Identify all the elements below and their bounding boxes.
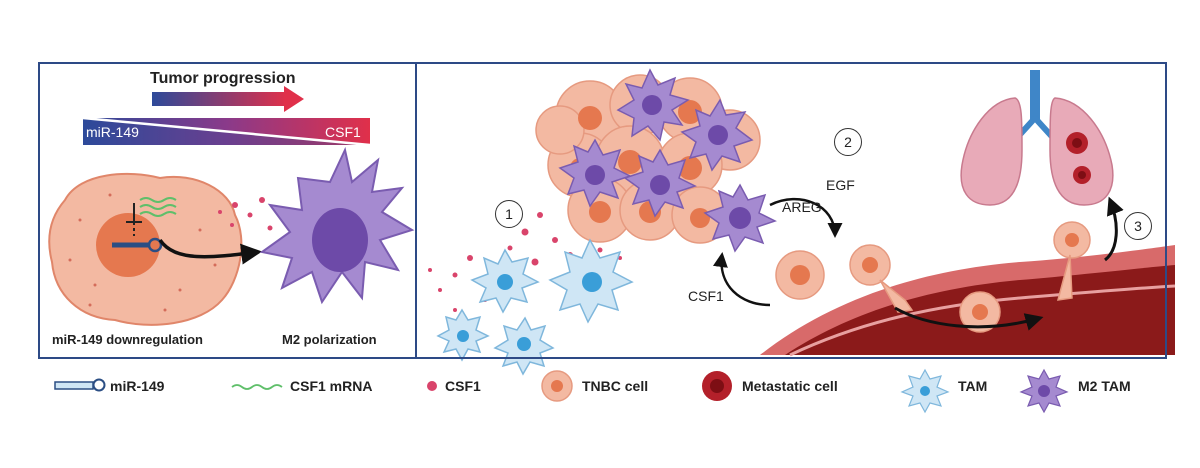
step-3-marker: 3 [1124, 212, 1152, 240]
legend-metastatic-label: Metastatic cell [742, 378, 838, 394]
left-panel [48, 86, 415, 326]
caption-m2-polarization: M2 polarization [282, 332, 377, 347]
right-panel [428, 68, 1176, 376]
tnbc-cell-left [48, 173, 243, 326]
legend-tnbc-label: TNBC cell [582, 378, 649, 394]
gradient-label-mir149: miR-149 [86, 124, 139, 140]
csf1-dots-left [218, 197, 273, 231]
legend-mir149-label: miR-149 [110, 378, 165, 394]
areg-label: AREG [782, 199, 822, 215]
tam-legend-icon [900, 368, 950, 414]
tumor-progression-label: Tumor progression [150, 70, 296, 87]
right-panel-frame [415, 62, 1167, 359]
csf1-loop [712, 252, 771, 307]
legend-tam-label: TAM [958, 378, 988, 394]
m2-macrophage-left [259, 146, 415, 305]
step-1-marker: 1 [495, 200, 523, 228]
csf1-loop-label: CSF1 [688, 288, 724, 304]
m2-tam-legend-icon [1019, 368, 1069, 414]
mir149-hairpin-left [112, 237, 163, 253]
tnbc-legend-icon [541, 370, 573, 402]
metastasis-arrow [1103, 196, 1124, 262]
gradient-label-csf1: CSF1 [325, 124, 361, 140]
tnbc-cell-loop [775, 250, 825, 300]
egf-label: EGF [826, 177, 855, 193]
gradient-wedges [82, 116, 371, 147]
legend-icons [54, 368, 1069, 414]
legend-m2-tam-label: M2 TAM [1078, 378, 1131, 394]
lungs [960, 70, 1114, 206]
csf1-legend-icon [427, 381, 437, 391]
mir149-legend-icon [54, 378, 106, 392]
step-2-marker: 2 [834, 128, 862, 156]
caption-mir149-downregulation: miR-149 downregulation [52, 332, 203, 347]
areg-egf-loop [769, 197, 843, 238]
circulation-arrow [894, 306, 1044, 331]
left-panel-frame [38, 62, 417, 359]
tumor-progression-arrow [152, 86, 304, 112]
metastatic-legend-icon [702, 371, 732, 401]
tumor-cluster [535, 68, 777, 253]
legend-csf1-mrna-label: CSF1 mRNA [290, 378, 373, 394]
csf1-mrna-legend-icon [231, 384, 283, 390]
legend-csf1-label: CSF1 [445, 378, 481, 394]
polarization-arrow [158, 238, 263, 265]
